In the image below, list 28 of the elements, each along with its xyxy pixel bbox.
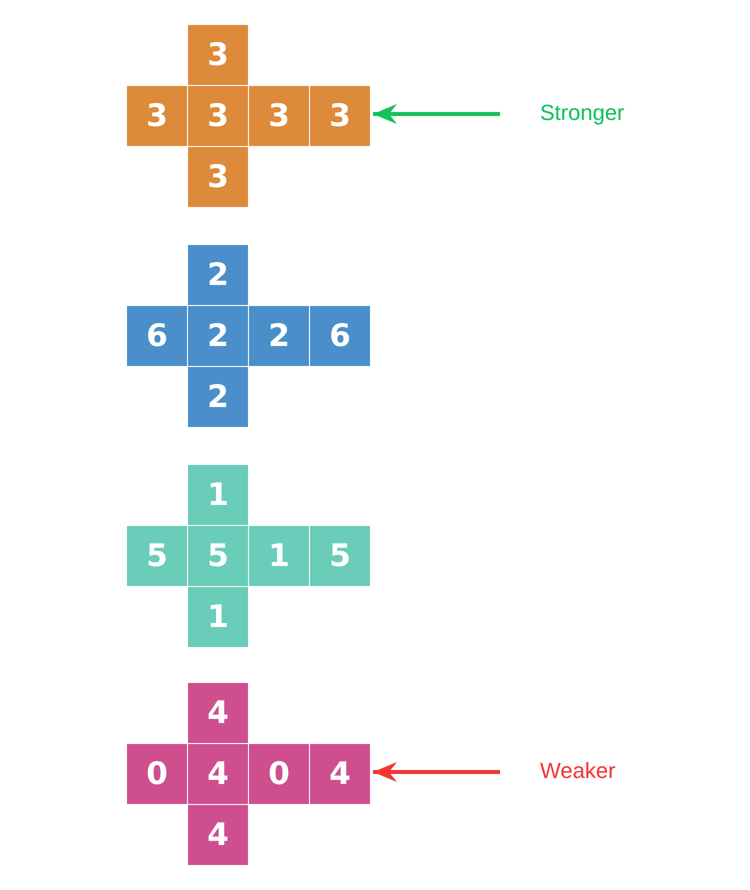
die-face: 0 bbox=[249, 744, 309, 804]
die-face: 2 bbox=[188, 367, 248, 427]
die-face: 6 bbox=[127, 306, 187, 366]
die-face: 2 bbox=[249, 306, 309, 366]
die-face: 3 bbox=[127, 86, 187, 146]
die-face: 2 bbox=[188, 245, 248, 305]
die-face: 1 bbox=[188, 465, 248, 525]
die-face: 6 bbox=[310, 306, 370, 366]
die-face: 5 bbox=[127, 526, 187, 586]
die-face: 3 bbox=[188, 86, 248, 146]
die-face: 3 bbox=[188, 25, 248, 85]
arrow bbox=[373, 104, 500, 124]
die-face: 1 bbox=[188, 587, 248, 647]
strength-label: Stronger bbox=[540, 100, 624, 126]
die-face: 5 bbox=[310, 526, 370, 586]
die-face: 3 bbox=[310, 86, 370, 146]
die-face: 1 bbox=[249, 526, 309, 586]
die-face: 2 bbox=[188, 306, 248, 366]
die-face: 5 bbox=[188, 526, 248, 586]
die-face: 0 bbox=[127, 744, 187, 804]
die-face: 4 bbox=[188, 805, 248, 865]
arrow bbox=[373, 762, 500, 782]
die-face: 3 bbox=[188, 147, 248, 207]
die-face: 4 bbox=[188, 683, 248, 743]
die-face: 4 bbox=[188, 744, 248, 804]
strength-label: Weaker bbox=[540, 758, 616, 784]
die-face: 4 bbox=[310, 744, 370, 804]
die-face: 3 bbox=[249, 86, 309, 146]
